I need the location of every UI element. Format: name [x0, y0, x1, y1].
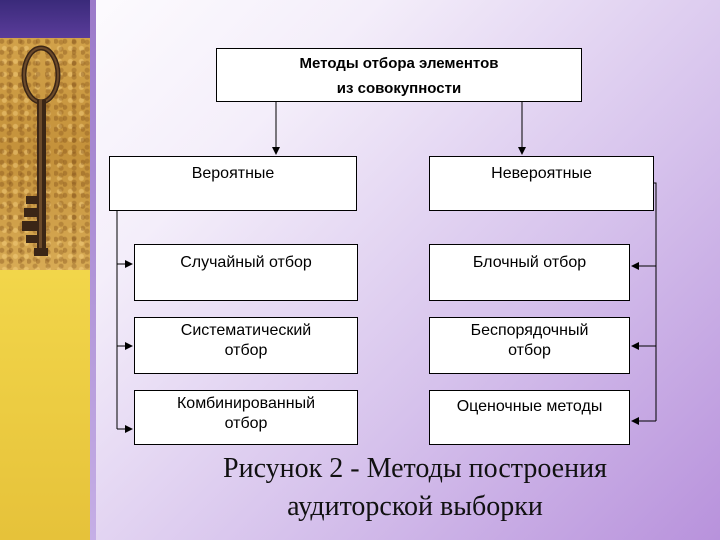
method-label-line-1: Комбинированный — [176, 395, 316, 412]
category-probabilistic-box: Вероятные — [109, 156, 357, 211]
method-label: Блочный отбор — [472, 254, 587, 271]
category-nonprobabilistic-label: Невероятные — [491, 165, 592, 182]
decor-gold-band — [0, 270, 90, 540]
method-label: Случайный отбор — [180, 254, 312, 271]
method-box-haphazard: Беспорядочный отбор — [429, 317, 630, 374]
figure-caption-line-2: аудиторской выборки — [287, 491, 543, 522]
diagram-title-box: Методы отбора элементов из совокупности — [216, 48, 582, 102]
method-label: Оценочные методы — [456, 398, 603, 415]
method-label-line-2: отбор — [508, 342, 551, 359]
method-box-combined: Комбинированный отбор — [134, 390, 358, 445]
method-box-block: Блочный отбор — [429, 244, 630, 301]
category-nonprobabilistic-box: Невероятные — [429, 156, 654, 211]
method-label-line-1: Систематический — [180, 322, 312, 339]
diagram-title-line-1: Методы отбора элементов — [299, 55, 499, 72]
decor-left-panel — [0, 0, 90, 540]
diagram-title-line-2: из совокупности — [336, 80, 462, 97]
figure-caption-line-1: Рисунок 2 - Методы построения — [223, 453, 607, 484]
category-probabilistic-label: Вероятные — [191, 165, 275, 182]
method-box-random: Случайный отбор — [134, 244, 358, 301]
method-label-line-2: отбор — [224, 342, 268, 359]
method-box-judgmental: Оценочные методы — [429, 390, 630, 445]
decor-purple-strip — [90, 0, 96, 540]
key-icon — [21, 45, 61, 256]
decor-top-band — [0, 0, 90, 38]
method-label-line-2: отбор — [224, 415, 268, 432]
method-label-line-1: Беспорядочный — [470, 322, 589, 339]
figure-caption: Рисунок 2 - Методы построения аудиторско… — [180, 450, 650, 526]
method-box-systematic: Систематический отбор — [134, 317, 358, 374]
